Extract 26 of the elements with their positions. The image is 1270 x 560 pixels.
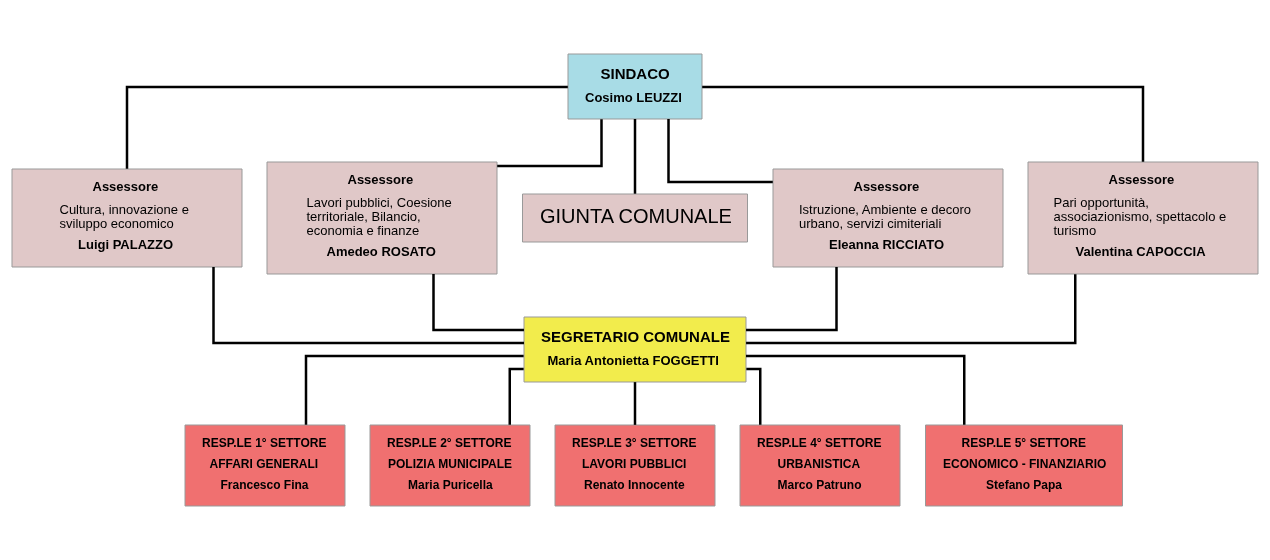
- node-box: RESP.LE 3° SETTORE LAVORI PUBBLICI Renato Innocente: [554, 424, 716, 507]
- connector: [125, 85, 568, 169]
- connector: [746, 354, 966, 425]
- node-box: Assessore Pari opportunità, associazionismo, spettacolo e turismo Valentina CAPOCCIA: [1027, 161, 1259, 275]
- connector: [746, 267, 838, 332]
- node-box: Assessore Lavori pubblici, Coesione territoriale, Bilancio, economia e finanze Amedeo ROSATO: [266, 161, 498, 275]
- node-box: RESP.LE 2° SETTORE POLIZIA MUNICIPALE Maria Puricella: [369, 424, 531, 507]
- connector: [633, 382, 637, 425]
- node-box: RESP.LE 1° SETTORE AFFARI GENERALI Francesco Fina: [184, 424, 346, 507]
- connector: [633, 119, 637, 194]
- node-box: Assessore Cultura, innovazione e sviluppo economico Luigi PALAZZO: [11, 168, 243, 268]
- connector: [746, 367, 762, 425]
- connector: [304, 354, 524, 425]
- node-box: SINDACO Cosimo LEUZZI: [567, 53, 703, 120]
- connector: [212, 267, 524, 345]
- connector: [702, 85, 1145, 162]
- node-box: GIUNTA COMUNALE: [522, 193, 748, 243]
- connector: [432, 274, 524, 332]
- connector: [497, 119, 603, 168]
- connector: [508, 367, 524, 425]
- node-box: Assessore Istruzione, Ambiente e decoro urbano, servizi cimiteriali Eleanna RICCIATO: [772, 168, 1004, 268]
- connector: [746, 274, 1077, 345]
- node-box: SEGRETARIO COMUNALE Maria Antonietta FOGGETTI: [523, 316, 747, 383]
- connector: [667, 119, 773, 184]
- node-box: RESP.LE 4° SETTORE URBANISTICA Marco Patruno: [739, 424, 901, 507]
- node-box: RESP.LE 5° SETTORE ECONOMICO - FINANZIARIO Stefano Papa: [925, 424, 1123, 507]
